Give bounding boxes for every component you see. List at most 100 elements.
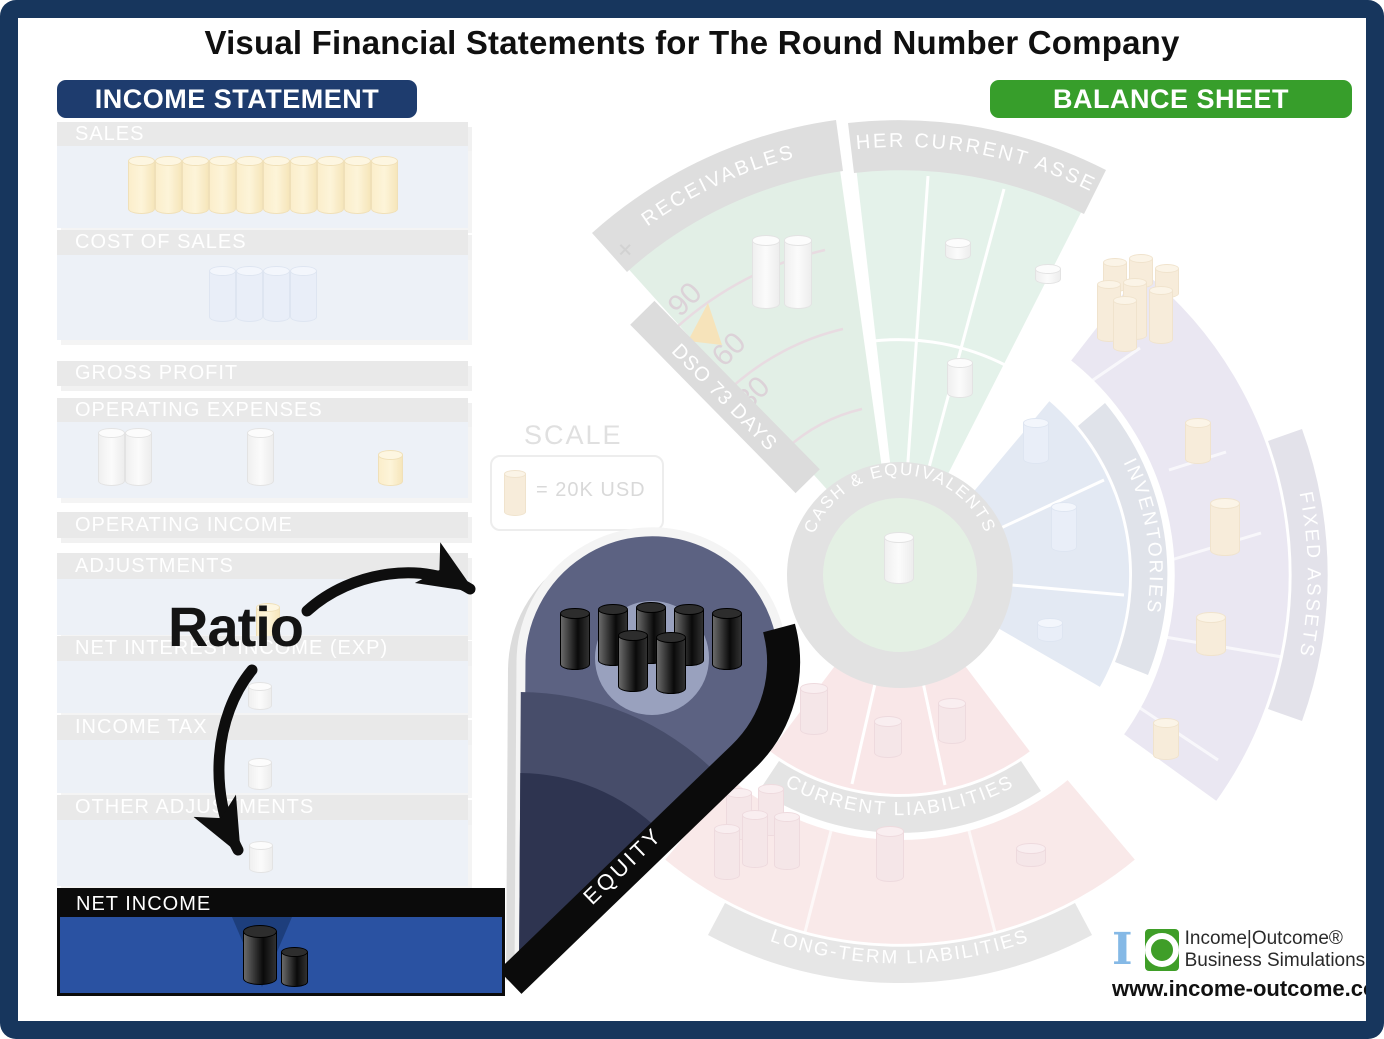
cylinder [247,428,274,487]
cylinder [248,682,272,711]
income-statement-badge-label: INCOME STATEMENT [94,83,380,114]
cylinder [1153,718,1179,761]
website-link[interactable]: www.income-outcome.com [1112,976,1384,1001]
operating-expenses-label: OPERATING EXPENSES [75,398,323,421]
cylinder [876,826,904,883]
income-tax-body [57,740,468,793]
cylinder [343,156,371,215]
sales-body [57,146,468,228]
operating-income-label: OPERATING INCOME [75,513,293,536]
cylinder [378,450,403,486]
cylinder [1196,612,1226,657]
cylinder [262,266,290,323]
ltl-label-band [708,903,1092,984]
adjustments-label: ADJUSTMENTS [75,554,234,577]
cylinder [1051,502,1077,553]
cylinder [262,156,290,215]
cylinder [945,238,971,261]
sales-cylinders [57,156,468,215]
logo-i-glyph: I [1112,924,1133,975]
cylinder [208,266,236,323]
other-adjustments-header: OTHER ADJUSTMENTS [57,795,468,820]
sales-header: SALES [57,122,468,146]
ratio-annotation: Ratio [168,595,304,658]
net-income-header: NET INCOME [60,891,502,917]
cylinder [281,947,308,988]
net-interest-header: NET INTEREST INCOME (EXP) [57,636,468,661]
balance-sheet-badge: BALANCE SHEET [990,80,1352,118]
cylinder [712,608,742,671]
cylinder [560,608,590,671]
net-income-box: NET INCOME [57,888,505,996]
cylinder [742,810,768,869]
cost-of-sales-header: COST OF SALES [57,230,468,255]
cylinder [208,156,236,215]
cost-of-sales-label: COST OF SALES [75,231,247,253]
cylinder [1113,296,1137,353]
cylinder [154,156,182,215]
cylinder [1016,843,1046,868]
cost-of-sales-body [57,255,468,340]
page-title: Visual Financial Statements for The Roun… [204,24,1180,61]
operating-expenses-body [57,422,468,498]
cylinder [784,235,812,310]
gross-profit-header: GROSS PROFIT [57,361,468,386]
cylinder [947,358,973,399]
cylinder [125,428,152,487]
cylinder [1185,418,1211,465]
cylinder [1210,498,1240,557]
cylinder [127,156,155,215]
arrow-to-equity [301,542,476,617]
cylinder [938,698,966,745]
cylinder [370,156,398,215]
equity-edge-band [498,623,801,994]
logo-o-icon [1144,929,1179,971]
fixed-assets-ring [1062,261,1295,810]
income-tax-label: INCOME TAX [75,716,208,738]
gross-profit-label: GROSS PROFIT [75,362,239,384]
cylinder [289,156,317,215]
cylinder [774,812,800,871]
income-statement-badge: INCOME STATEMENT [57,80,417,118]
operating-expenses-header: OPERATING EXPENSES [57,398,468,422]
net-interest-label: NET INTEREST INCOME (EXP) [75,637,389,659]
cylinder [181,156,209,215]
cylinder [1037,618,1063,643]
cylinder [243,925,277,986]
net-income-label: NET INCOME [76,892,212,915]
oca-label-band [848,120,1106,214]
logo-ring-icon [1144,933,1179,967]
cylinder [235,266,263,323]
cylinder [1035,264,1061,285]
cylinder [98,428,125,487]
fixed-assets-label-band [1268,429,1328,721]
income-tax-header: INCOME TAX [57,715,468,740]
scale-value: = 20K USD [536,479,646,501]
balance-sheet-badge-label: BALANCE SHEET [1052,83,1289,114]
cylinder [884,532,914,585]
cylinder [235,156,263,215]
cylinder [248,758,272,791]
arrow-to-net-income [193,664,258,856]
cylinder [752,235,780,310]
brand-tagline: Business Simulations [1184,950,1366,971]
cylinder [800,683,828,736]
cylinder [249,841,273,874]
current-liabilities-label-band [759,761,1041,833]
cylinder [714,824,740,881]
cylinder [874,716,902,759]
receivables-label-band [592,120,843,272]
other-adjustments-body [57,820,468,886]
net-interest-body [57,661,468,713]
cylinder [1023,418,1049,465]
dso-pointer [688,303,722,345]
scale-title: SCALE [524,420,623,450]
scale-legend-box: = 20K USD [490,455,664,531]
cylinder [656,632,686,695]
cylinder [618,630,648,693]
scale-cylinder [504,470,526,517]
